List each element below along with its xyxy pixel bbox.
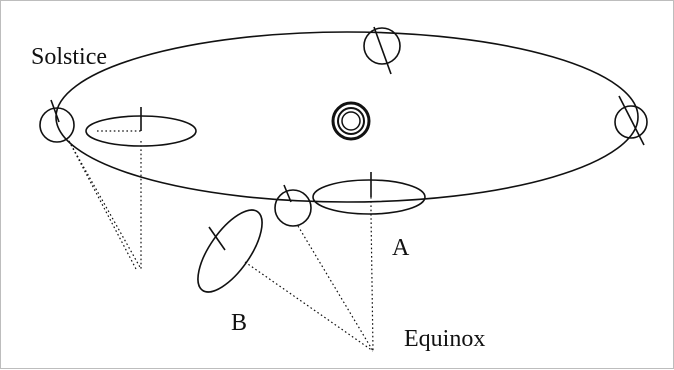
label-b: B bbox=[231, 310, 247, 336]
earth-orbit bbox=[56, 32, 638, 202]
earth-equinox bbox=[275, 185, 311, 226]
horizon-plane-a bbox=[313, 172, 425, 214]
label-a: A bbox=[392, 235, 410, 261]
label-equinox: Equinox bbox=[404, 326, 485, 352]
earth-top bbox=[364, 27, 400, 74]
earth-right bbox=[615, 96, 647, 145]
label-solstice: Solstice bbox=[31, 44, 107, 70]
horizon-plane-b bbox=[186, 200, 274, 302]
horizon-plane-solstice bbox=[86, 107, 196, 146]
sun-icon bbox=[333, 103, 369, 139]
projection-lines bbox=[69, 141, 373, 351]
